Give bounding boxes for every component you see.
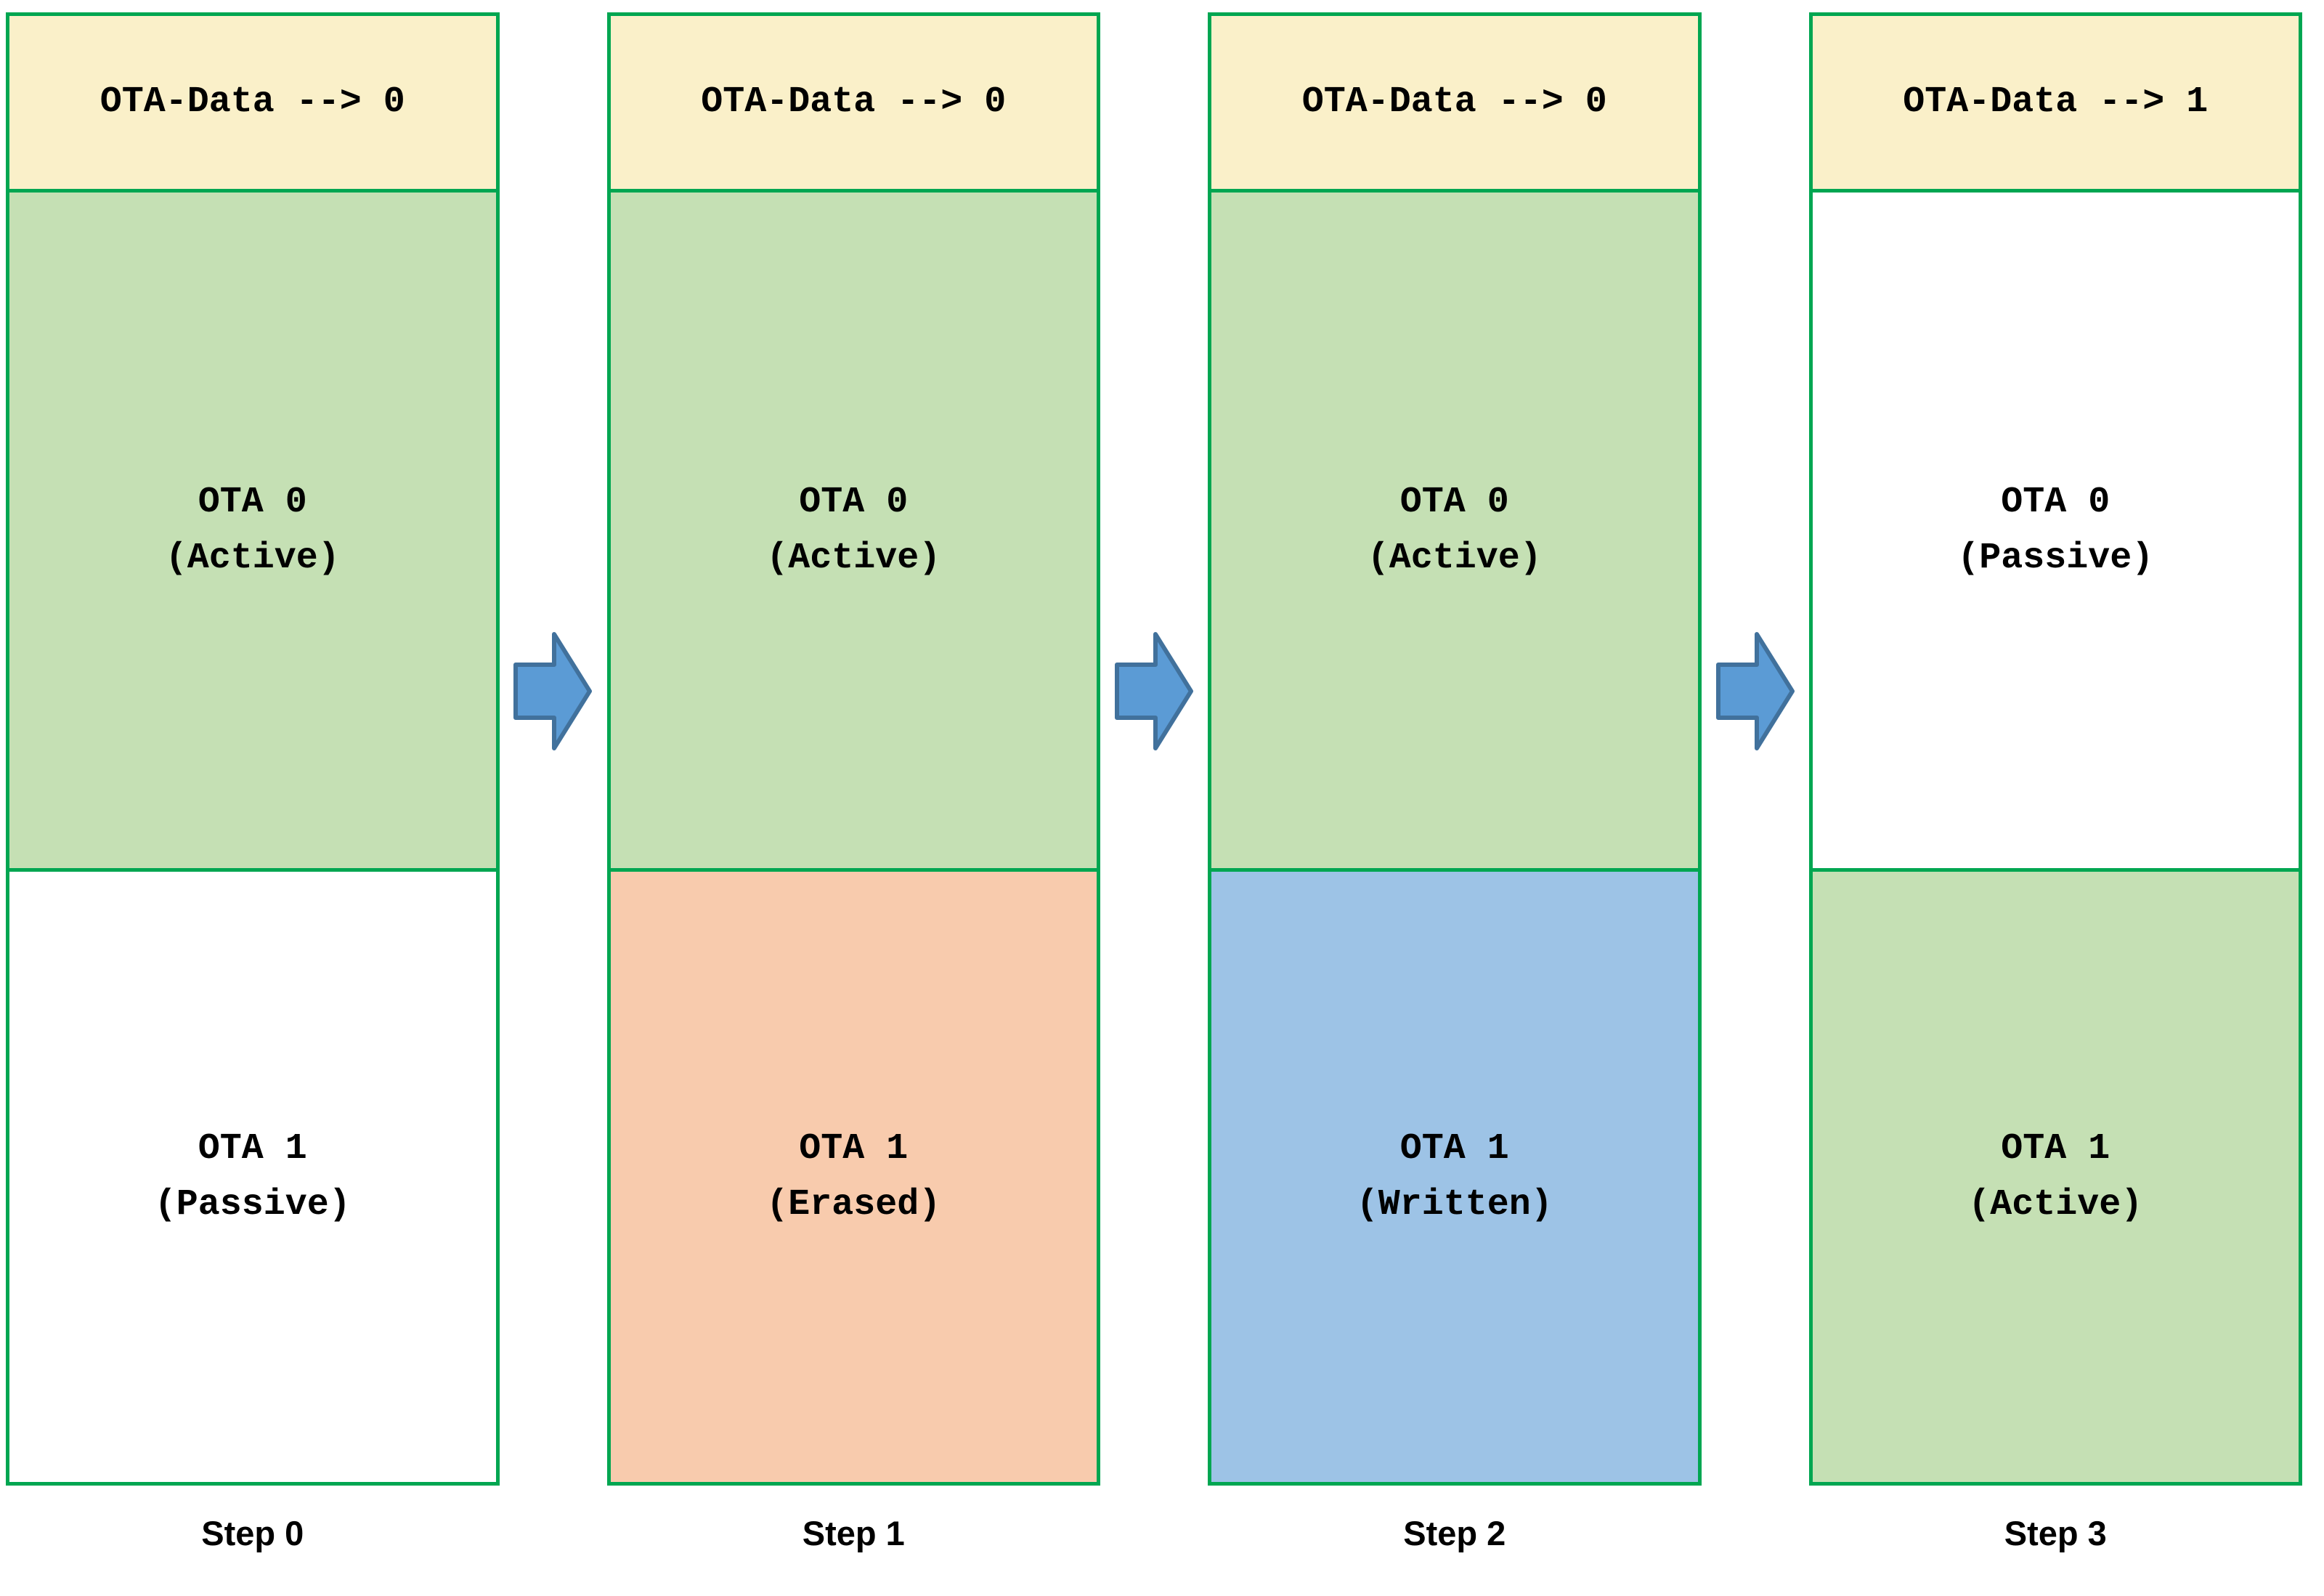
partition-state: (Active) (1367, 538, 1542, 579)
partition-state: (Written) (1356, 1184, 1553, 1226)
partition-name: OTA 0 (1399, 481, 1509, 523)
partition-name: OTA 0 (2001, 481, 2110, 523)
partition-name: OTA 1 (2001, 1127, 2110, 1170)
ota0-partition-box: OTA 0 (Active) (1208, 189, 1702, 872)
ota1-partition-box: OTA 1 (Passive) (6, 868, 500, 1486)
partition-name: OTA 1 (799, 1127, 909, 1170)
partition-state: (Active) (165, 538, 340, 579)
ota-data-label: OTA-Data --> 0 (1301, 81, 1607, 123)
partition-state: (Passive) (1957, 538, 2154, 579)
partition-state: (Passive) (154, 1184, 351, 1226)
ota-data-box: OTA-Data --> 0 (6, 12, 500, 193)
ota1-partition-box: OTA 1 (Written) (1208, 868, 1702, 1486)
step-label: Step 1 (802, 1514, 905, 1552)
ota-data-label: OTA-Data --> 0 (701, 81, 1007, 123)
step-label: Step 3 (2004, 1514, 2107, 1552)
step-column-2: OTA-Data --> 0 OTA 0 (Active) OTA 1 (Wri… (1208, 12, 1702, 1596)
step-column-0: OTA-Data --> 0 OTA 0 (Active) OTA 1 (Pas… (6, 12, 500, 1596)
partition-state: (Erased) (766, 1184, 941, 1226)
flow-arrow-icon (513, 632, 592, 750)
step-label: Step 2 (1403, 1514, 1506, 1552)
ota1-partition-box: OTA 1 (Erased) (606, 868, 1100, 1486)
partition-name: OTA 0 (198, 481, 307, 523)
partition-state: (Active) (766, 538, 941, 579)
step-column-1: OTA-Data --> 0 OTA 0 (Active) OTA 1 (Era… (606, 12, 1100, 1596)
ota-data-box: OTA-Data --> 1 (1808, 12, 2302, 193)
partition-state: (Active) (1968, 1184, 2143, 1226)
partition-name: OTA 1 (198, 1127, 307, 1170)
ota-data-box: OTA-Data --> 0 (606, 12, 1100, 193)
step-column-3: OTA-Data --> 1 OTA 0 (Passive) OTA 1 (Ac… (1808, 12, 2302, 1596)
ota1-partition-box: OTA 1 (Active) (1808, 868, 2302, 1486)
ota-data-label: OTA-Data --> 1 (1903, 81, 2209, 123)
flow-arrow-icon (1716, 632, 1795, 750)
step-label: Step 0 (201, 1514, 304, 1552)
flow-arrow-icon (1115, 632, 1193, 750)
ota0-partition-box: OTA 0 (Active) (6, 189, 500, 872)
ota0-partition-box: OTA 0 (Passive) (1808, 189, 2302, 872)
ota-data-label: OTA-Data --> 0 (99, 81, 405, 123)
ota0-partition-box: OTA 0 (Active) (606, 189, 1100, 872)
partition-name: OTA 0 (799, 481, 909, 523)
ota-data-box: OTA-Data --> 0 (1208, 12, 1702, 193)
partition-name: OTA 1 (1399, 1127, 1509, 1170)
